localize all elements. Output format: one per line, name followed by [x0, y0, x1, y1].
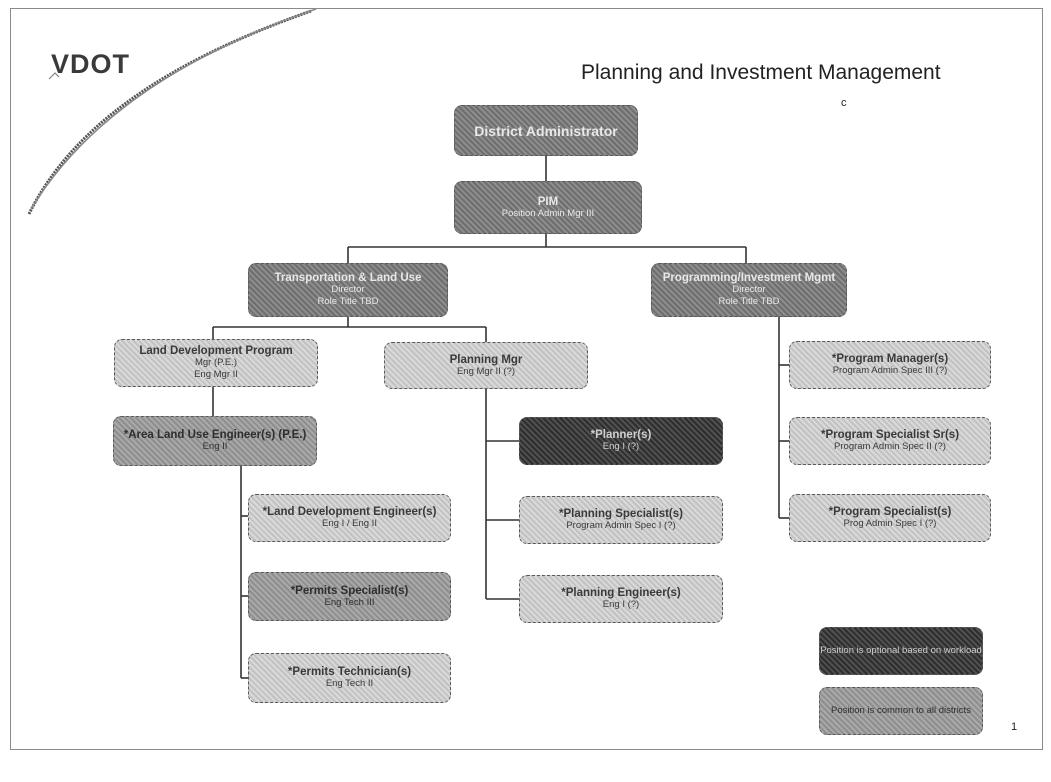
node-subtitle: Eng Mgr II	[194, 369, 238, 380]
node-subtitle: Prog Admin Spec I (?)	[843, 518, 937, 529]
node-title: *Permits Specialist(s)	[290, 584, 409, 597]
node-subtitle: Eng II	[202, 441, 228, 452]
node-subtitle: Program Admin Spec III (?)	[832, 365, 948, 376]
node-program-managers: *Program Manager(s) Program Admin Spec I…	[789, 341, 991, 389]
node-line2: Director	[732, 284, 766, 295]
page-number: 1	[1011, 721, 1018, 733]
node-subtitle: Program Admin Spec I (?)	[566, 520, 676, 531]
node-title: *Planning Engineer(s)	[561, 587, 681, 599]
swoosh-decoration	[27, 9, 317, 215]
node-title: *Program Specialist Sr(s)	[820, 429, 960, 441]
node-subtitle: Eng I (?)	[602, 441, 640, 452]
node-title: PIM	[537, 195, 559, 208]
node-subtitle: Position Admin Mgr III	[501, 207, 595, 219]
node-subtitle: Role Title TBD	[718, 296, 780, 307]
legend-optional-position: Position is optional based on workload	[819, 627, 983, 675]
node-line2: Director	[331, 284, 365, 295]
node-district-administrator: District Administrator	[454, 105, 638, 156]
node-title: *Program Manager(s)	[831, 353, 949, 365]
node-title: Transportation & Land Use	[274, 272, 422, 284]
node-planning-mgr: Planning Mgr Eng Mgr II (?)	[384, 342, 588, 389]
node-program-specialist-sr: *Program Specialist Sr(s) Program Admin …	[789, 417, 991, 465]
node-subtitle: Eng Tech II	[325, 678, 374, 689]
slide: VDOT Planning and Investment Management …	[10, 8, 1043, 750]
node-planners: *Planner(s) Eng I (?)	[519, 417, 723, 465]
node-title: *Planner(s)	[590, 429, 652, 441]
node-planning-engineers: *Planning Engineer(s) Eng I (?)	[519, 575, 723, 623]
legend-common-position: Position is common to all districts	[819, 687, 983, 735]
node-land-development-program-mgr: Land Development Program Mgr (P.E.) Eng …	[114, 339, 318, 387]
vdot-logo: VDOT	[51, 49, 131, 79]
org-connector-lines	[212, 156, 789, 679]
node-programming-investment: Programming/Investment Mgmt Director Rol…	[651, 263, 847, 317]
node-pim: PIM Position Admin Mgr III	[454, 181, 642, 234]
node-subtitle: Role Title TBD	[317, 296, 379, 307]
node-title: *Land Development Engineer(s)	[262, 506, 437, 518]
node-subtitle: Eng Mgr II (?)	[456, 365, 516, 377]
legend-text: Position is common to all districts	[831, 705, 971, 716]
node-area-land-use-engineers: *Area Land Use Engineer(s) (P.E.) Eng II	[113, 416, 317, 466]
node-title: Planning Mgr	[449, 353, 523, 366]
node-title: *Planning Specialist(s)	[559, 508, 683, 520]
node-subtitle: Program Admin Spec II (?)	[834, 441, 946, 452]
node-planning-specialists: *Planning Specialist(s) Program Admin Sp…	[519, 496, 723, 544]
node-program-specialists: *Program Specialist(s) Prog Admin Spec I…	[789, 494, 991, 542]
node-title: Programming/Investment Mgmt	[662, 272, 836, 284]
page-title: Planning and Investment Management	[581, 61, 941, 84]
node-transportation-land-use: Transportation & Land Use Director Role …	[248, 263, 448, 317]
node-land-development-engineers: *Land Development Engineer(s) Eng I / En…	[248, 494, 451, 542]
node-title: District Administrator	[474, 122, 618, 139]
node-title: *Permits Technician(s)	[287, 666, 412, 678]
node-permits-specialists: *Permits Specialist(s) Eng Tech III	[248, 572, 451, 621]
node-line2: Mgr (P.E.)	[194, 357, 238, 368]
node-title: *Program Specialist(s)	[828, 506, 952, 518]
node-title: Land Development Program	[139, 345, 293, 357]
legend-text: Position is optional based on workload	[820, 645, 982, 656]
node-title: *Area Land Use Engineer(s) (P.E.)	[123, 429, 307, 441]
node-subtitle: Eng Tech III	[324, 596, 375, 608]
title-mark: c	[841, 97, 847, 109]
node-subtitle: Eng I / Eng II	[322, 518, 377, 529]
node-subtitle: Eng I (?)	[602, 599, 640, 610]
node-permits-technicians: *Permits Technician(s) Eng Tech II	[248, 653, 451, 703]
